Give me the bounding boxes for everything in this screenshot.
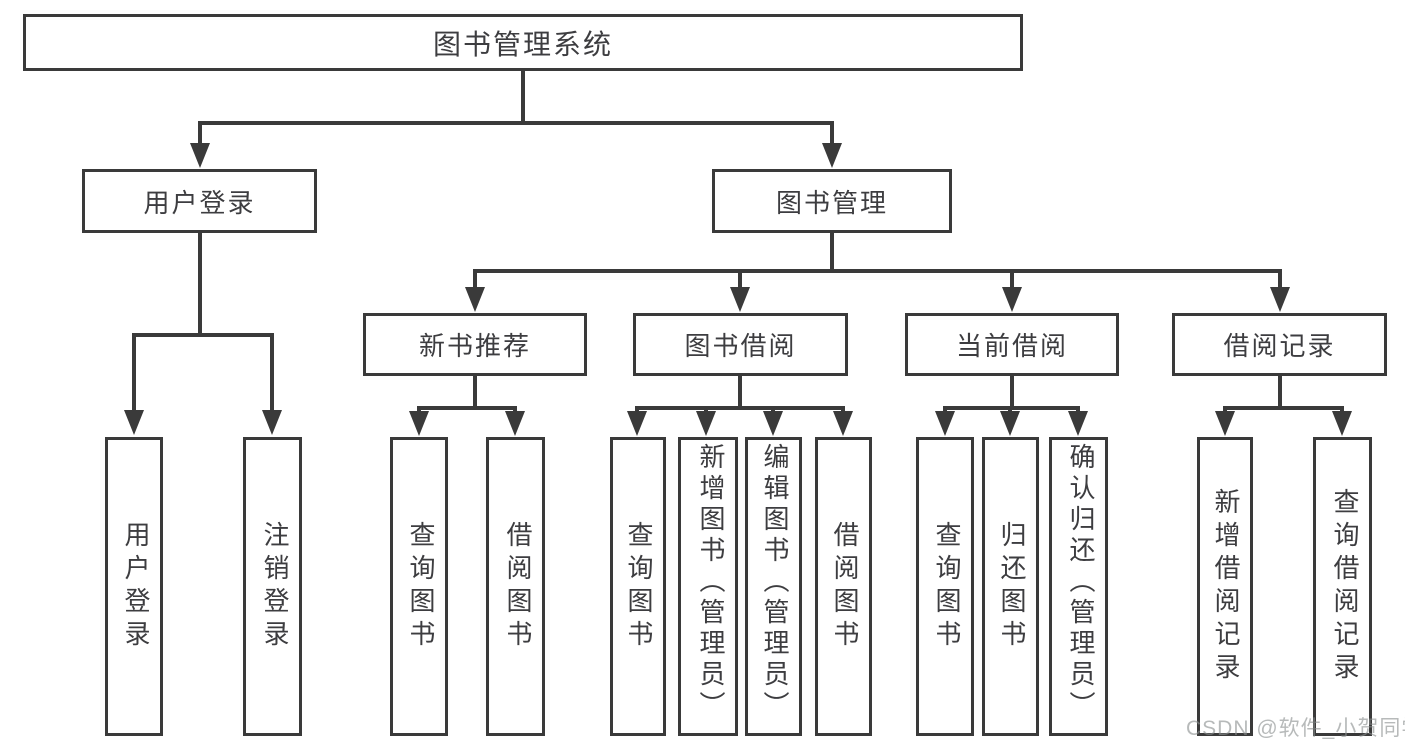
arrowhead-to-user-login bbox=[190, 143, 210, 168]
leaf-user-login: 用户登录 bbox=[105, 437, 163, 736]
leaf-confirm-return-admin: 确认归还（管理员） bbox=[1049, 437, 1108, 736]
leaf-edit-books-admin: 编辑图书（管理员） bbox=[745, 437, 802, 736]
leaf-add-borrow-record: 新增借阅记录 bbox=[1197, 437, 1253, 736]
node-borrowing-records: 借阅记录 bbox=[1172, 313, 1387, 376]
csdn-watermark: CSDN @软件_小贺同学 bbox=[1186, 717, 1405, 740]
arrowhead-to-new-book-recommend bbox=[465, 287, 485, 312]
arrowhead-to-user-login-leaf bbox=[124, 410, 144, 435]
arrowhead-to-confirm-return-admin bbox=[1068, 411, 1088, 436]
arrowhead-to-add-books-admin bbox=[696, 411, 716, 436]
connector-root-to-level2 bbox=[190, 69, 842, 168]
arrowhead-to-edit-books-admin bbox=[763, 411, 783, 436]
leaf-add-books-admin: 新增图书（管理员） bbox=[678, 437, 738, 736]
arrowhead-to-query-books-3 bbox=[935, 411, 955, 436]
connector-new-book-recommend-to-leaves bbox=[409, 374, 525, 436]
arrowhead-to-book-borrowing bbox=[730, 287, 750, 312]
leaf-return-books: 归还图书 bbox=[982, 437, 1039, 736]
arrowhead-to-query-borrow-record bbox=[1332, 411, 1352, 436]
arrowhead-to-query-books-2 bbox=[627, 411, 647, 436]
arrowhead-to-query-books-1 bbox=[409, 411, 429, 436]
connector-user-login-to-leaves bbox=[124, 231, 282, 435]
node-current-borrowing: 当前借阅 bbox=[905, 313, 1119, 376]
leaf-borrow-books-1: 借阅图书 bbox=[486, 437, 545, 736]
node-book-borrowing: 图书借阅 bbox=[633, 313, 848, 376]
leaf-query-books-3: 查询图书 bbox=[916, 437, 974, 736]
leaf-query-books-1: 查询图书 bbox=[390, 437, 448, 736]
arrowhead-to-borrow-books-1 bbox=[505, 411, 525, 436]
node-book-management: 图书管理 bbox=[712, 169, 952, 233]
leaf-query-books-2: 查询图书 bbox=[610, 437, 666, 736]
arrowhead-to-current-borrowing bbox=[1002, 287, 1022, 312]
arrowhead-to-book-management bbox=[822, 143, 842, 168]
connector-borrowing-records-to-leaves bbox=[1215, 374, 1352, 436]
arrowhead-to-add-borrow-record bbox=[1215, 411, 1235, 436]
connector-book-borrowing-to-leaves bbox=[627, 374, 853, 436]
node-new-book-recommend: 新书推荐 bbox=[363, 313, 587, 376]
arrowhead-to-return-books bbox=[1000, 411, 1020, 436]
arrowhead-to-borrowing-records bbox=[1270, 287, 1290, 312]
leaf-borrow-books-2: 借阅图书 bbox=[815, 437, 872, 736]
node-user-login: 用户登录 bbox=[82, 169, 317, 233]
node-library-management-system: 图书管理系统 bbox=[23, 14, 1023, 71]
connector-current-borrowing-to-leaves bbox=[935, 374, 1088, 436]
arrowhead-to-logout bbox=[262, 410, 282, 435]
leaf-logout: 注销登录 bbox=[243, 437, 302, 736]
leaf-query-borrow-record: 查询借阅记录 bbox=[1313, 437, 1372, 736]
connector-book-management-to-level3 bbox=[465, 231, 1290, 312]
arrowhead-to-borrow-books-2 bbox=[833, 411, 853, 436]
